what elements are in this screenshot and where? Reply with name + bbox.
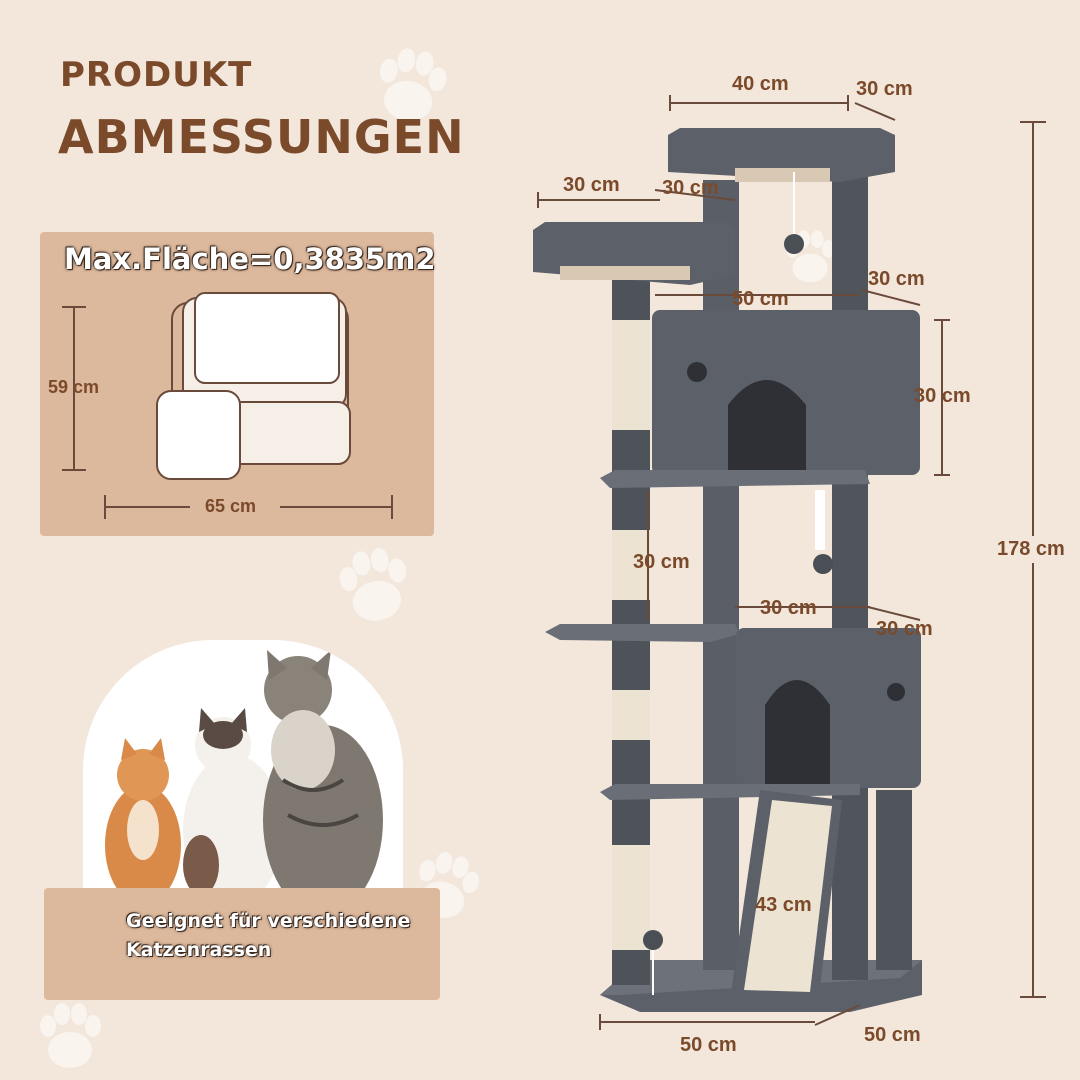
cats-illustration — [105, 650, 383, 915]
caption-line-2: Katzenrassen — [126, 939, 272, 961]
maine-coon-cat — [263, 650, 383, 915]
middle-gap-label: 30 cm — [633, 551, 690, 573]
ramp-length-label: 43 cm — [755, 894, 812, 916]
upper-house-height-label: 30 cm — [914, 385, 971, 407]
top-platform-depth-label: 30 cm — [856, 78, 913, 100]
side-platform-depth-label: 30 cm — [662, 177, 719, 199]
ginger-cat — [105, 738, 181, 905]
side-platform-width-label: 30 cm — [563, 174, 620, 196]
breed-caption-panel — [44, 888, 440, 1000]
area-height-label: 59 cm — [48, 377, 100, 397]
breed-caption: Geeignet für verschiedene Katzenrassen — [126, 907, 410, 965]
caption-line-1: Geeignet für verschiedene — [126, 910, 411, 932]
max-area-title: Max.Fläche=0,3835m2 — [64, 242, 436, 276]
base-width-label: 50 cm — [680, 1034, 737, 1056]
cats-photo — [83, 640, 403, 930]
top-platform-width-label: 40 cm — [732, 73, 789, 95]
upper-house-width-label: 50 cm — [732, 288, 789, 310]
lower-house-width-label: 30 cm — [760, 597, 817, 619]
heading-line-1: PRODUKT — [60, 55, 253, 95]
heading-line-2: ABMESSUNGEN — [58, 110, 465, 164]
base-depth-label: 50 cm — [864, 1024, 921, 1046]
cat-tree-illustration — [533, 128, 922, 1012]
ragdoll-cat — [183, 708, 283, 905]
total-height-label: 178 cm — [997, 536, 1065, 563]
area-width-label: 65 cm — [205, 496, 257, 516]
upper-house-depth-label: 30 cm — [868, 268, 925, 290]
max-area-panel — [40, 232, 434, 536]
lower-house-depth-label: 30 cm — [876, 618, 933, 640]
